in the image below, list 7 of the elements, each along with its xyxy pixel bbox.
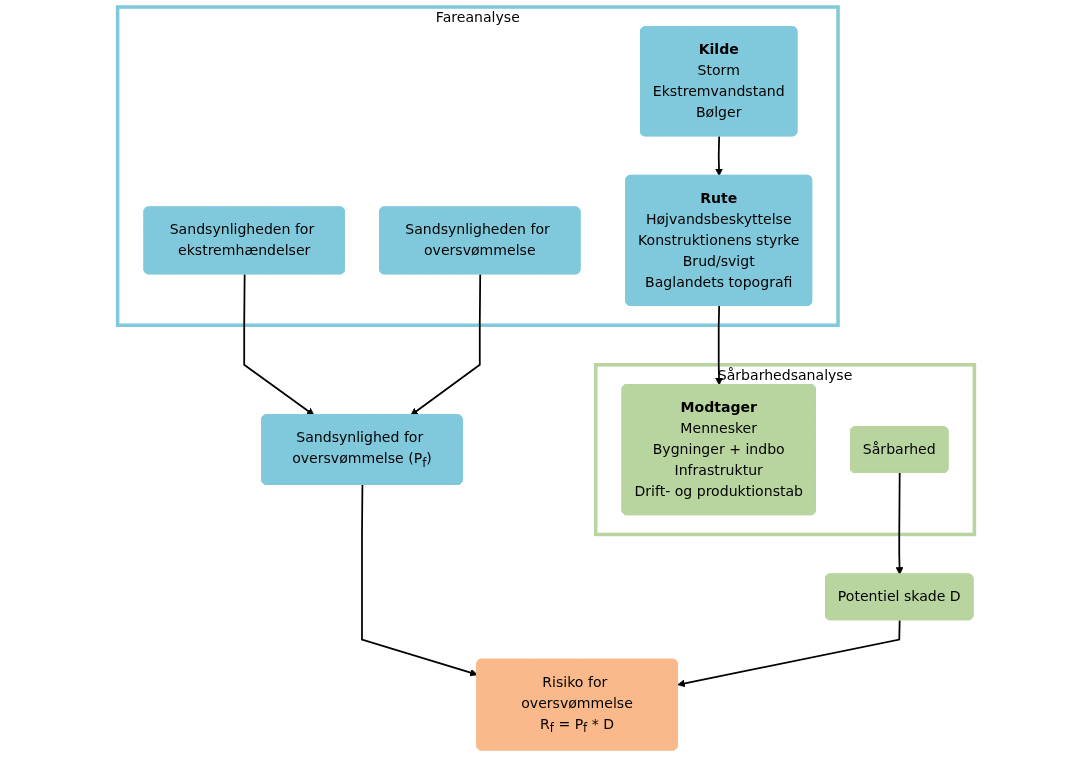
arrow <box>677 619 901 688</box>
arrow <box>715 135 723 177</box>
arrow <box>410 273 482 416</box>
arrow <box>895 472 904 575</box>
arrow <box>361 484 478 677</box>
arrow <box>715 305 723 386</box>
arrow <box>243 273 315 416</box>
